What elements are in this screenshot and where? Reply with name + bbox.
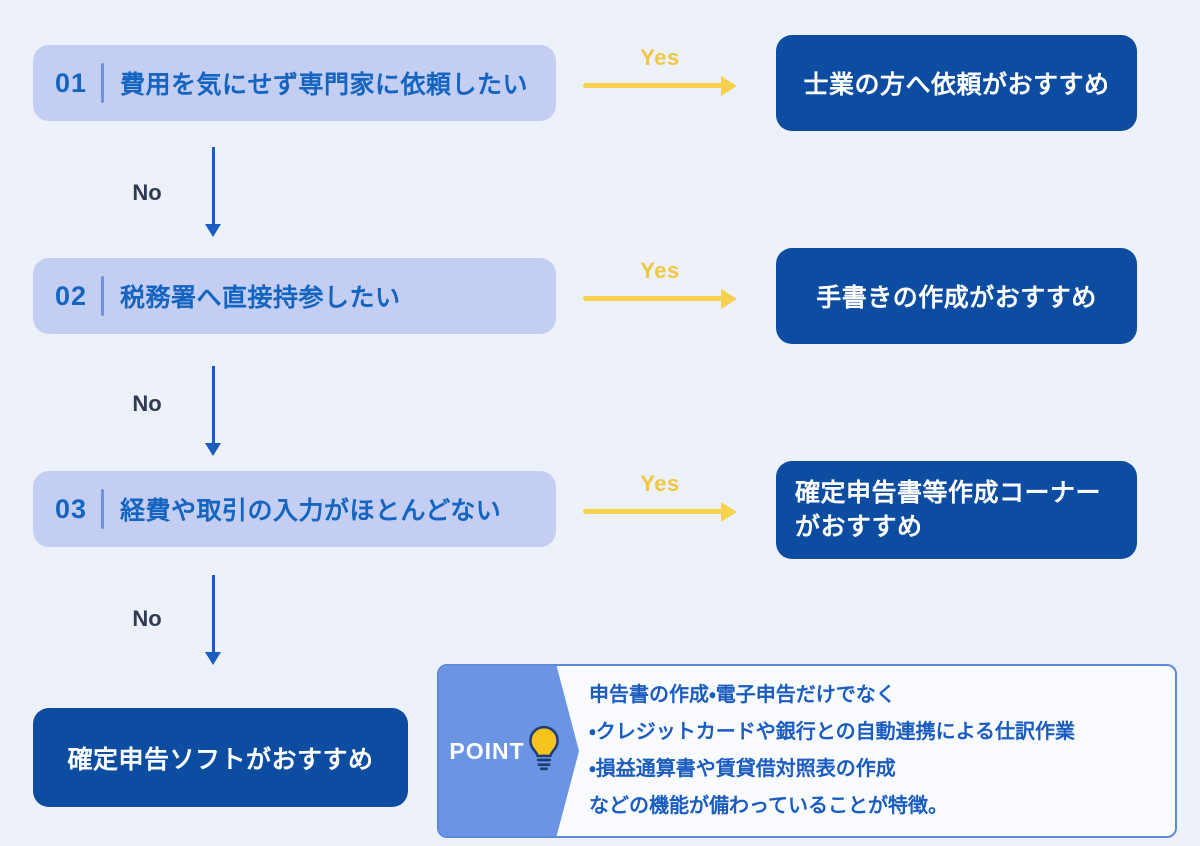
final-result-text: 確定申告ソフトがおすすめ — [67, 745, 374, 774]
no-arrow-icon — [205, 575, 221, 665]
point-label: POINT — [449, 737, 525, 764]
no-label: No — [132, 180, 162, 205]
arrow-head — [721, 502, 737, 522]
yes-branch-03: Yes — [583, 470, 737, 522]
point-text-line: などの機能が備わっていることが特徴。 — [589, 795, 948, 817]
result-text-line: 確定申告書等作成コーナー — [795, 479, 1102, 507]
question-label: 費用を気にせず専門家に依頼したい — [120, 71, 529, 99]
question-number: 03 — [55, 493, 88, 524]
arrow-line — [583, 509, 724, 514]
question-label: 税務署へ直接持参したい — [120, 284, 401, 312]
arrow-head — [721, 76, 737, 96]
no-label: No — [132, 391, 162, 416]
yes-label: Yes — [640, 258, 680, 283]
result-box-02: 手書きの作成がおすすめ — [776, 248, 1137, 344]
question-box-02: 02 税務署へ直接持参したい — [33, 258, 556, 334]
yes-arrow-icon — [583, 289, 737, 309]
result-box-03: 確定申告書等作成コーナー がおすすめ — [776, 461, 1137, 559]
question-divider — [101, 276, 105, 316]
yes-branch-01: Yes — [583, 44, 737, 96]
point-callout: POINT 申告書の作成・電子申告だけでなく ・クレジットカードや銀行との自動連… — [437, 664, 1177, 838]
yes-arrow-icon — [583, 76, 737, 96]
question-divider — [101, 489, 105, 529]
question-divider — [101, 63, 105, 103]
arrow-line — [211, 147, 215, 226]
arrow-line — [583, 83, 724, 88]
point-text-line: ・クレジットカードや銀行との自動連携による仕訳作業 — [589, 721, 1075, 743]
point-tab: POINT — [439, 666, 579, 836]
arrow-line — [211, 575, 215, 654]
point-text: 申告書の作成・電子申告だけでなく ・クレジットカードや銀行との自動連携による仕訳… — [589, 666, 1165, 836]
question-box-01: 01 費用を気にせず専門家に依頼したい — [33, 45, 556, 121]
result-box-01: 士業の方へ依頼がおすすめ — [776, 35, 1137, 131]
question-number: 01 — [55, 67, 88, 98]
final-result-box: 確定申告ソフトがおすすめ — [33, 708, 408, 807]
question-box-03: 03 経費や取引の入力がほとんどない — [33, 471, 556, 547]
no-arrow-icon — [205, 147, 221, 237]
yes-label: Yes — [640, 45, 680, 70]
point-text-line: 申告書の作成・電子申告だけでなく — [589, 684, 896, 706]
yes-label: Yes — [640, 471, 680, 496]
result-text: 士業の方へ依頼がおすすめ — [803, 71, 1110, 99]
lightbulb-icon — [528, 725, 559, 771]
question-number: 02 — [55, 280, 88, 311]
arrow-head — [205, 224, 221, 237]
yes-branch-02: Yes — [583, 257, 737, 309]
result-text-line: がおすすめ — [795, 513, 923, 541]
no-label: No — [132, 606, 162, 631]
no-arrow-icon — [205, 366, 221, 456]
arrow-line — [211, 366, 215, 445]
arrow-head — [205, 443, 221, 456]
point-text-line: ・損益通算書や賃貸借対照表の作成 — [589, 758, 896, 780]
yes-arrow-icon — [583, 502, 737, 522]
result-text: 手書きの作成がおすすめ — [816, 284, 1097, 312]
arrow-head — [721, 289, 737, 309]
arrow-line — [583, 296, 724, 301]
arrow-head — [205, 652, 221, 665]
question-label: 経費や取引の入力がほとんどない — [120, 497, 502, 525]
